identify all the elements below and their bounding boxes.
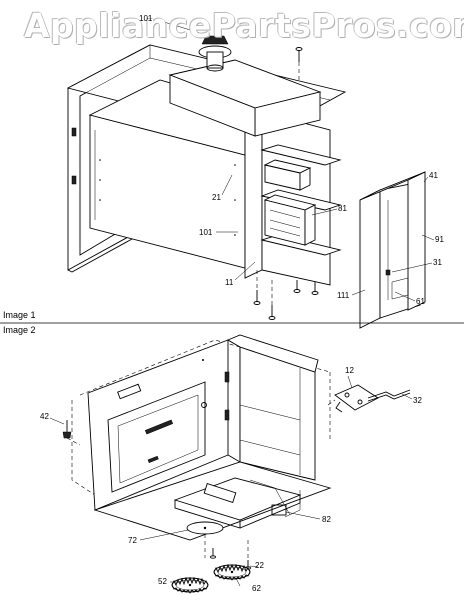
callout-81: 81 [338,204,347,213]
callout-62: 62 [252,584,261,593]
callout-101-top: 101 [139,14,153,23]
callout-82: 82 [322,515,331,524]
callout-61: 61 [416,297,425,306]
side-panel-left-rail [359,189,381,329]
callout-41: 41 [429,171,438,180]
callout-21: 21 [212,193,221,202]
control-strip [144,419,174,435]
callout-31: 31 [433,258,442,267]
callout-52: 52 [158,577,167,586]
frame-hinge-upper [71,127,77,137]
callout-11: 11 [225,278,234,287]
fan-bracket [201,35,229,45]
callout-91: 91 [435,235,444,244]
bottom-screws [253,270,319,320]
side-column [244,111,263,279]
clip-32 [367,389,411,399]
switch-bracket-12 [327,384,379,413]
callout-32: 32 [413,396,422,405]
plug-42 [62,420,81,446]
window-opening [107,381,206,493]
callout-42: 42 [40,412,49,421]
stirrer-blade-52 [171,576,209,594]
callout-111: 111 [337,291,350,300]
cabinet-vent-dots [99,159,236,236]
callout-12: 12 [345,366,354,375]
callout-101-mid: 101 [199,228,213,237]
side-panel-right-rail [407,171,426,311]
frame-hinge-lower [71,175,77,185]
image1-caption: Image 1 [3,310,36,320]
panel-latch [385,269,391,276]
callout-22: 22 [255,561,264,570]
image2-caption: Image 2 [3,325,36,335]
watermark: AppliancePartsPros.com [24,6,464,45]
callout-72: 72 [128,536,137,545]
stirrer-blade-62 [213,563,251,581]
